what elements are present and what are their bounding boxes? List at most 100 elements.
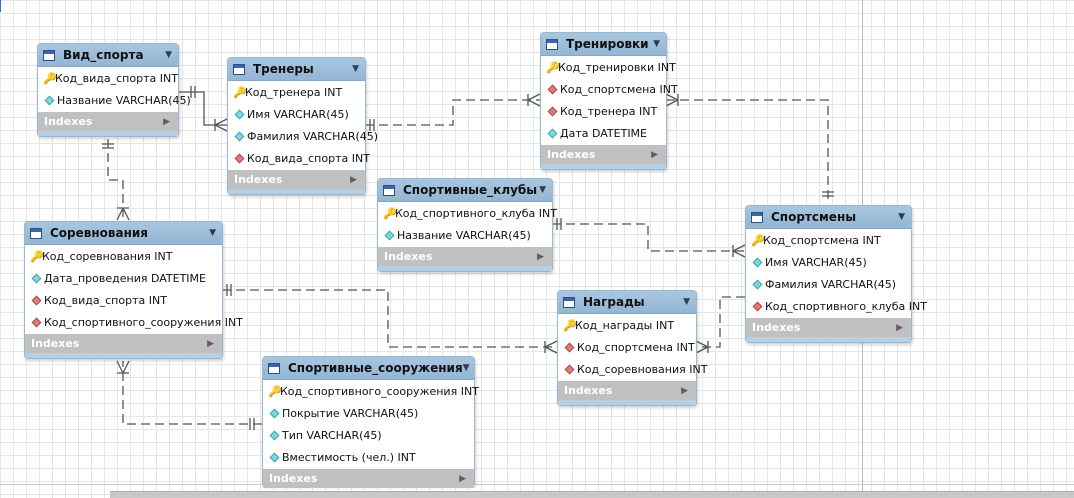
column-row[interactable]: Тип VARCHAR(45) [263, 424, 474, 446]
column-row[interactable]: Код_вида_спорта INT [25, 289, 222, 311]
diamond-icon [44, 95, 55, 105]
table-sorevnovaniya[interactable]: Соревнования ▼ 🔑Код_соревнования INT Дат… [24, 221, 243, 359]
table-header[interactable]: Соревнования ▼ [25, 222, 222, 245]
table-sportivnye-kluby[interactable]: Спортивные_клубы ▼ 🔑Код_спортивного_клуб… [377, 178, 557, 272]
table-header[interactable]: Спортсмены ▼ [746, 206, 911, 229]
column-row[interactable]: Фамилия VARCHAR(45) [228, 125, 378, 147]
indexes-label: Indexes [31, 337, 80, 350]
indexes-bar[interactable]: Indexes ▶ [25, 334, 222, 353]
column-row[interactable]: 🔑Код_спортсмена INT [746, 229, 911, 251]
triangle-right-icon[interactable]: ▶ [350, 174, 357, 185]
column-name: Код_спортивного_сооружения INT [44, 315, 243, 329]
column-row[interactable]: 🔑Код_тренировки INT [541, 56, 676, 78]
column-row[interactable]: Код_спортивного_сооружения INT [25, 311, 243, 333]
triangle-right-icon[interactable]: ▶ [681, 385, 688, 396]
column-name: Название VARCHAR(45) [57, 93, 191, 107]
indexes-bar[interactable]: Indexes▶ [541, 145, 666, 164]
column-row[interactable]: 🔑Код_тренера INT [228, 81, 365, 103]
rel-sorevnovaniya-nagrady [222, 289, 557, 348]
table-footer [25, 353, 222, 358]
rel-sportsmeny-trenirovki [666, 99, 829, 204]
rel-sorevnovaniya-nagrady-many [544, 340, 558, 354]
column-name: Тип VARCHAR(45) [282, 428, 382, 442]
triangle-down-icon[interactable]: ▼ [462, 363, 470, 373]
table-header[interactable]: Спортивные_клубы ▼ [378, 179, 552, 202]
key-icon: 🔑 [268, 384, 282, 398]
rel-kluby-sportsmeny [552, 223, 745, 252]
rel-sportsmeny-nagrady [696, 296, 745, 348]
triangle-right-icon[interactable]: ▶ [459, 473, 466, 484]
triangle-down-icon[interactable]: ▼ [539, 185, 546, 195]
table-icon [233, 63, 245, 75]
key-icon: 🔑 [233, 85, 247, 99]
indexes-bar[interactable]: Indexes▶ [228, 170, 365, 189]
rel-kluby-sportsmeny-many [732, 244, 746, 258]
triangle-down-icon[interactable]: ▼ [209, 228, 216, 238]
triangle-right-icon[interactable]: ▶ [537, 251, 544, 262]
diamond-icon [269, 452, 280, 462]
indexes-bar[interactable]: Indexes▶ [558, 381, 696, 400]
column-row[interactable]: 🔑Код_спортивного_сооружения INT [263, 380, 479, 402]
rel-sooruzheniya-sorevnovaniya-many [116, 360, 130, 374]
table-trenery[interactable]: Тренеры ▼ 🔑Код_тренера INT Имя VARCHAR(4… [227, 57, 378, 195]
table-header[interactable]: Тренеры ▼ [228, 58, 365, 81]
column-row[interactable]: 🔑Код_вида_спорта INT [38, 67, 178, 89]
table-header[interactable]: Вид_спорта ▼ [38, 44, 178, 67]
triangle-down-icon[interactable]: ▼ [683, 297, 690, 307]
column-row[interactable]: Код_спортивного_клуба INT [746, 295, 927, 317]
indexes-bar[interactable]: Indexes▶ [378, 247, 552, 266]
triangle-right-icon[interactable]: ▶ [163, 116, 170, 127]
column-row[interactable]: Название VARCHAR(45) [378, 224, 552, 246]
triangle-right-icon[interactable]: ▶ [207, 338, 214, 349]
rel-sportsmeny-trenirovki-one [822, 191, 834, 197]
triangle-down-icon[interactable]: ▼ [165, 50, 172, 60]
column-row[interactable]: 🔑Код_награды INT [558, 314, 696, 336]
column-name: Имя VARCHAR(45) [247, 107, 349, 121]
table-footer [378, 266, 552, 271]
table-trenirovki[interactable]: Тренировки ▼ 🔑Код_тренировки INT Код_спо… [540, 32, 678, 170]
column-row[interactable]: 🔑Код_спортивного_клуба INT [378, 202, 557, 224]
column-row[interactable]: Фамилия VARCHAR(45) [746, 273, 911, 295]
column-name: Фамилия VARCHAR(45) [765, 277, 897, 291]
key-icon: 🔑 [30, 249, 44, 263]
table-header[interactable]: Тренировки ▼ [541, 33, 666, 56]
indexes-bar[interactable]: Indexes▶ [746, 318, 911, 337]
column-row[interactable]: Имя VARCHAR(45) [228, 103, 365, 125]
diamond-icon [752, 257, 763, 267]
triangle-right-icon[interactable]: ▶ [896, 322, 903, 333]
table-sportivnye-sooruzheniya[interactable]: Спортивные_сооружения ▼ 🔑Код_спортивного… [262, 356, 479, 488]
column-row[interactable]: 🔑Код_соревнования INT [25, 245, 222, 267]
table-title: Награды [583, 295, 645, 309]
table-sportsmeny[interactable]: Спортсмены ▼ 🔑Код_спортсмена INT Имя VAR… [745, 205, 927, 343]
column-row[interactable]: Имя VARCHAR(45) [746, 251, 911, 273]
column-row[interactable]: Название VARCHAR(45) [38, 89, 191, 111]
column-row[interactable]: Код_спортсмена INT [558, 336, 696, 358]
indexes-bar[interactable]: Indexes▶ [38, 112, 178, 131]
rel-vid-sporta-sorevnovaniya-one [102, 143, 114, 149]
table-header[interactable]: Награды ▼ [558, 291, 696, 314]
column-row[interactable]: Код_вида_спорта INT [228, 147, 370, 169]
table-header[interactable]: Спортивные_сооружения ▼ [263, 357, 474, 380]
column-row[interactable]: Код_тренера INT [541, 100, 666, 122]
column-row[interactable]: Код_соревнования INT [558, 358, 707, 380]
column-name: Код_спортсмена INT [577, 340, 695, 354]
column-row[interactable]: Дата DATETIME [541, 122, 666, 144]
triangle-right-icon[interactable]: ▶ [651, 149, 658, 160]
column-row[interactable]: Дата_проведения DATETIME [25, 267, 222, 289]
rel-trenery-trenirovki [365, 99, 540, 126]
column-name: Код_спортивного_клуба INT [395, 206, 557, 220]
key-icon: 🔑 [43, 71, 57, 85]
triangle-down-icon[interactable]: ▼ [352, 64, 359, 74]
column-row[interactable]: Код_спортсмена INT [541, 78, 678, 100]
table-vid-sporta[interactable]: Вид_спорта ▼ 🔑Код_вида_спорта INT Назван… [37, 43, 191, 137]
diamond-icon [384, 230, 395, 240]
triangle-down-icon[interactable]: ▼ [898, 212, 905, 222]
horizontal-scrollbar[interactable] [110, 491, 1074, 498]
indexes-bar[interactable]: Indexes▶ [263, 469, 474, 488]
key-icon: 🔑 [546, 60, 560, 74]
column-row[interactable]: Вместимость (чел.) INT [263, 446, 474, 468]
column-row[interactable]: Покрытие VARCHAR(45) [263, 402, 474, 424]
table-nagrady[interactable]: Награды ▼ 🔑Код_награды INT Код_спортсмен… [557, 290, 707, 406]
triangle-down-icon[interactable]: ▼ [653, 39, 660, 49]
